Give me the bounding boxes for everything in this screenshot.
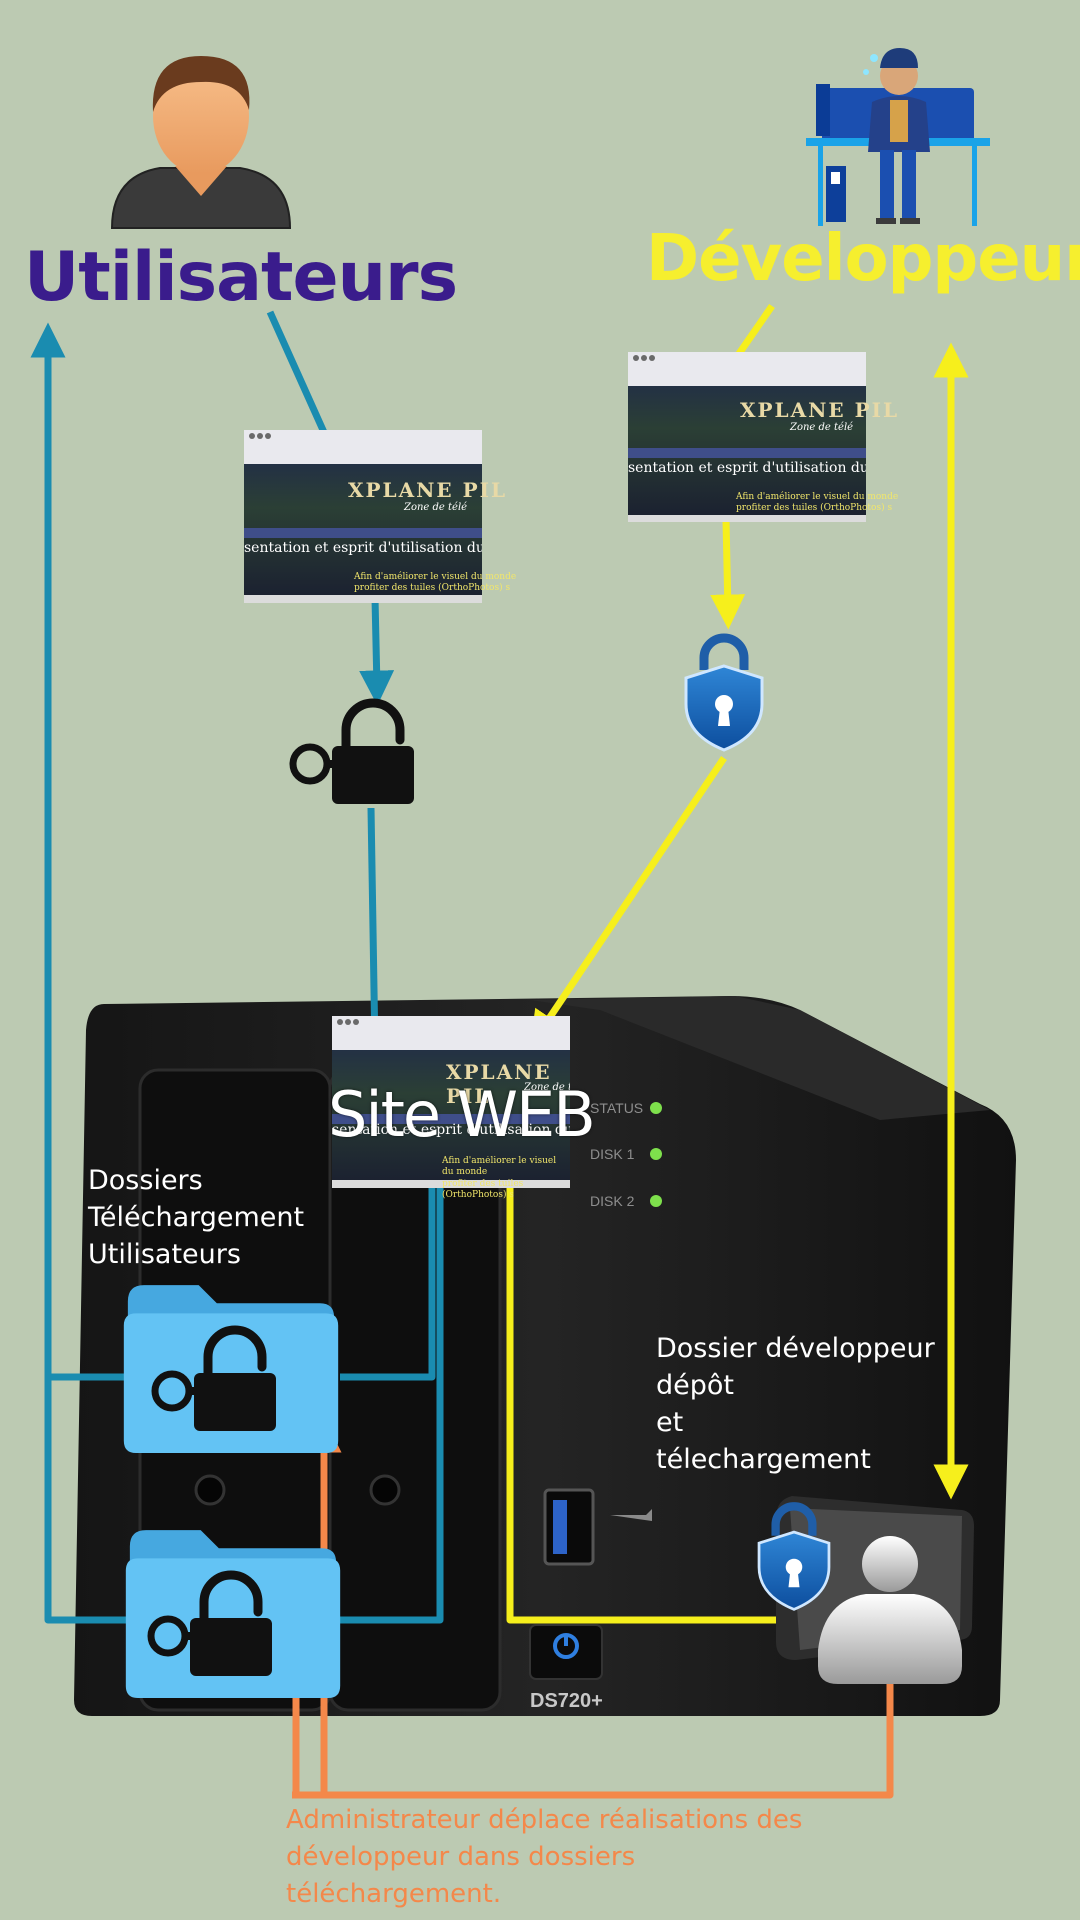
thumb-nas-subtitle: Zone de télé (524, 1082, 570, 1093)
website-thumbnail-developer (628, 352, 866, 522)
line-users-left-return-lower (44, 1377, 126, 1624)
developers-title: Développeurs (646, 222, 1080, 296)
thumb-user-subtitle: Zone de télé (404, 502, 468, 513)
line-site-to-folder-bottom (340, 1188, 444, 1624)
developer-folder-label: Dossier développeur dépôt et télechargem… (656, 1333, 935, 1475)
arrow-thumbnail-to-padlock (359, 597, 395, 706)
arrow-thumbnail-to-shield (710, 519, 746, 630)
thumb-dev-subtitle: Zone de télé (790, 422, 854, 433)
thumb-user-title: XPLANE PIL (348, 478, 508, 502)
folder-lock-icon-top (123, 1285, 339, 1453)
led-label-status: STATUS (590, 1100, 644, 1116)
arrow-shield-to-site-web (530, 756, 727, 1047)
user-avatar-icon (110, 56, 292, 229)
line-site-to-folder-top (340, 1188, 436, 1381)
led-label-disk2: DISK 2 (590, 1193, 635, 1209)
thumb-nas-body: Afin d'améliorer le visuel du monde prof… (442, 1156, 557, 1200)
folder-lock-icon-bottom (125, 1530, 341, 1698)
thumb-dev-body: Afin d'améliorer le visuel du monde prof… (736, 492, 899, 514)
admin-note: Administrateur déplace réalisations des … (286, 1805, 803, 1909)
thumb-user-heading: sentation et esprit d'utilisation du sit… (244, 540, 482, 556)
padlock-key-icon (293, 703, 414, 804)
thumb-dev-heading: sentation et esprit d'utilisation du sit… (628, 460, 866, 476)
nas-model-label: DS720+ (530, 1690, 603, 1712)
website-thumbnail-nas (332, 1016, 570, 1188)
user-folders-label: Dossiers Téléchargement Utilisateurs (88, 1165, 305, 1270)
secure-user-folder-icon (759, 1496, 974, 1684)
arrow-padlock-to-site-web (357, 807, 393, 1068)
site-web-label: Site WEB (328, 1078, 596, 1151)
thumb-dev-title: XPLANE PIL (740, 398, 900, 422)
led-label-disk1: DISK 1 (590, 1146, 635, 1162)
shield-lock-icon (686, 638, 762, 750)
thumb-nas-heading: sentation et esprit d'utilisation du sit… (332, 1122, 570, 1138)
thumb-user-body: Afin d'améliorer le visuel du monde prof… (354, 572, 517, 594)
user-flow-lines (30, 310, 444, 1624)
users-title: Utilisateurs (24, 238, 458, 317)
line-dev-folder-to-admin (292, 1648, 894, 1799)
thumb-nas-title: XPLANE PIL (446, 1060, 552, 1108)
developer-at-desk-icon (806, 48, 990, 226)
website-thumbnail-user (244, 430, 482, 603)
line-site-to-dev-folder (506, 1188, 776, 1624)
